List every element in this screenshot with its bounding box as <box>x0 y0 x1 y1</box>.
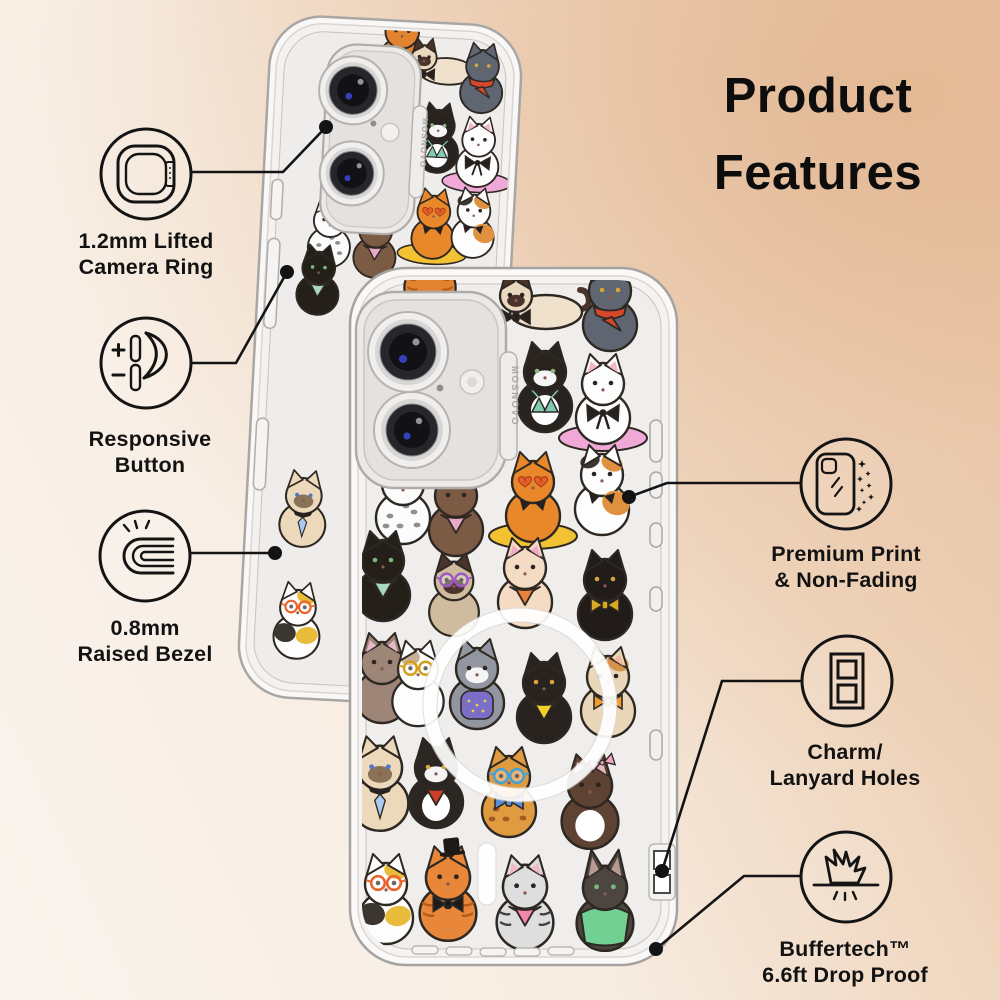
front-camera-mic <box>436 384 444 392</box>
drop-proof-icon <box>812 848 880 902</box>
page-title-line2: Features <box>713 146 923 200</box>
back-camera-mic <box>370 120 377 127</box>
page-title-line1: Product <box>723 69 913 123</box>
cat-black-cat-back <box>295 243 340 316</box>
cat-siamese-tie-back <box>278 469 327 548</box>
lanyard-holes-icon <box>829 652 865 710</box>
back-camera-lens-2 <box>318 140 385 207</box>
feature-callout-camera-ring <box>99 127 193 221</box>
magsafe-alignment-slot <box>477 842 497 906</box>
sparkle-stars <box>856 460 874 512</box>
cat-black-cat-mint-bandana <box>362 530 412 623</box>
leader-line-drop-proof <box>655 874 801 951</box>
cat-black-cat-gold-bowtie <box>576 549 634 642</box>
leader-dots <box>268 120 669 956</box>
back-camera-lens-1 <box>318 55 389 126</box>
front-phone-camera-module: MOSNOVO <box>354 290 520 490</box>
brand-text-front: MOSNOVO <box>509 366 520 426</box>
cat-siamese-blue-tie <box>362 735 410 833</box>
front-camera-kickstand: MOSNOVO <box>499 351 520 461</box>
cat-tuxedo-teal-top <box>516 341 574 434</box>
cat-black-cat-yellow-bandana <box>515 652 573 745</box>
back-camera-flash <box>380 122 400 143</box>
cat-siamese-lying-bowtie <box>498 280 592 331</box>
cat-tuxedo-red-bandana <box>407 737 465 830</box>
feature-callout-responsive-button <box>99 316 193 410</box>
camera-ring-icon <box>116 144 176 204</box>
front-camera-lens-1 <box>367 311 449 393</box>
page-title: Product Features <box>650 58 986 212</box>
label-charm-holes: Charm/ Lanyard Holes <box>769 740 921 790</box>
leader-line-charm-holes <box>660 679 801 872</box>
cat-white-cat-black-ribbon <box>558 353 648 452</box>
feature-callout-premium-print <box>799 437 893 531</box>
cat-calico-black-collar <box>573 444 631 537</box>
cat-orange-heartglasses-back <box>396 187 467 266</box>
front-phone-side-buttons <box>649 419 663 761</box>
magsafe-ring <box>422 607 618 906</box>
leader-line-responsive-button <box>191 271 289 365</box>
front-camera-lens-2 <box>373 391 451 469</box>
label-drop-proof: Buffertech™ 6.6ft Drop Proof <box>762 937 928 987</box>
cat-silver-tabby-pink-bandana <box>495 854 555 952</box>
cat-white-ribbon-back <box>441 115 512 194</box>
back-phone-camera-module: MOSNOVO <box>318 43 430 236</box>
leader-line-premium-print <box>628 481 800 499</box>
cat-calico-glasses-back <box>272 580 321 660</box>
back-phone-cat-print <box>272 24 512 660</box>
back-camera-kickstand: MOSNOVO <box>408 105 430 199</box>
leader-lines <box>191 126 801 951</box>
cat-calico-back <box>450 186 495 259</box>
cat-orange-tabby-top-hat <box>418 837 478 943</box>
label-camera-ring: 1.2mm Lifted Camera Ring <box>78 229 214 279</box>
raised-bezel-icon <box>122 519 175 575</box>
brand-text-back: MOSNOVO <box>418 118 430 169</box>
premium-print-icon <box>815 452 874 516</box>
front-phone-cat-print <box>362 280 648 953</box>
feature-callout-drop-proof <box>799 830 893 924</box>
cat-gray-cat-red-scarf <box>581 280 639 353</box>
back-phone-volume-button-2 <box>252 417 270 491</box>
label-responsive-button: Responsive Button <box>88 427 212 477</box>
front-phone-bottom-slots <box>411 945 575 957</box>
back-phone-action-button <box>269 178 284 221</box>
feature-callout-raised-bezel <box>98 509 192 603</box>
feature-callout-charm-holes <box>800 634 894 728</box>
phone-case-front-view: MOSNOVO <box>348 266 679 967</box>
cat-calico-orange-glasses <box>362 853 415 946</box>
label-raised-bezel: 0.8mm Raised Bezel <box>77 616 213 666</box>
cat-gray-cat-purple-vest <box>448 638 506 731</box>
cat-gray-scarf-back <box>459 41 504 115</box>
leader-line-camera-ring <box>192 126 327 174</box>
responsive-button-icon <box>111 331 168 392</box>
label-premium-print: Premium Print & Non-Fading <box>771 542 921 592</box>
cat-sphynx-green-sweater <box>575 848 635 953</box>
